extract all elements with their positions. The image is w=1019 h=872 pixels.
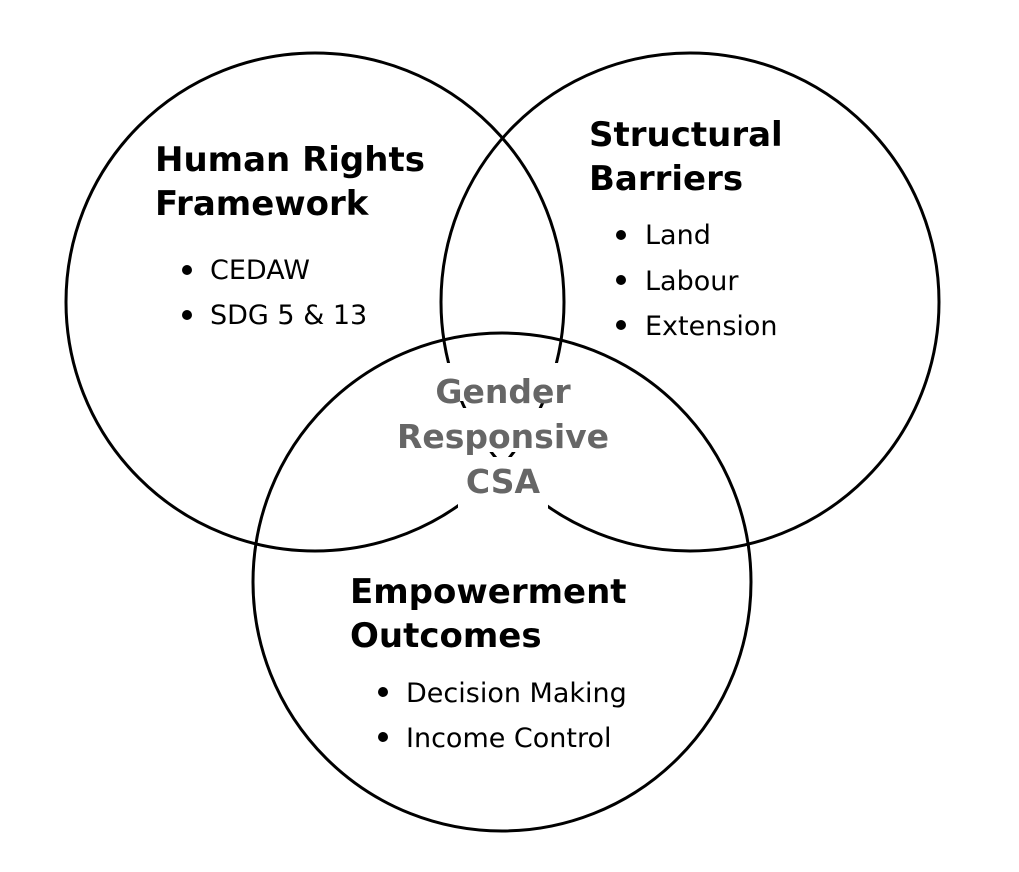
list-item: Decision Making [406,678,627,709]
bullet-icon [378,732,388,742]
list-item: Extension [645,311,778,342]
bullet-icon [616,230,626,240]
set-title: Outcomes [350,616,542,656]
intersection-label: Gender Responsive CSA [397,372,609,501]
bullet-icon [378,687,388,697]
bullet-icon [182,265,192,275]
intersection-line: Responsive [397,417,609,456]
set-human-rights: Human Rights Framework CEDAW SDG 5 & 13 [155,140,425,331]
set-title: Empowerment [350,572,627,612]
set-title: Human Rights [155,140,425,180]
bullet-icon [182,310,192,320]
intersection-line: Gender [435,372,571,411]
circle-human-rights [64,51,566,553]
list-item: Land [645,220,711,251]
circle-empowerment-outcomes [251,331,753,833]
set-empowerment-outcomes: Empowerment Outcomes Decision Making Inc… [350,572,627,754]
set-title: Structural [589,115,783,155]
set-title: Barriers [589,159,743,199]
list-item: Labour [645,266,739,297]
set-structural-barriers: Structural Barriers Land Labour Extensio… [589,115,783,342]
circle-structural-barriers [439,51,941,553]
list-item: SDG 5 & 13 [210,300,367,331]
list-item: Income Control [406,723,612,754]
intersection-line: CSA [466,462,541,501]
set-title: Framework [155,184,370,224]
list-item: CEDAW [210,255,310,286]
bullet-icon [616,275,626,285]
bullet-icon [616,320,626,330]
